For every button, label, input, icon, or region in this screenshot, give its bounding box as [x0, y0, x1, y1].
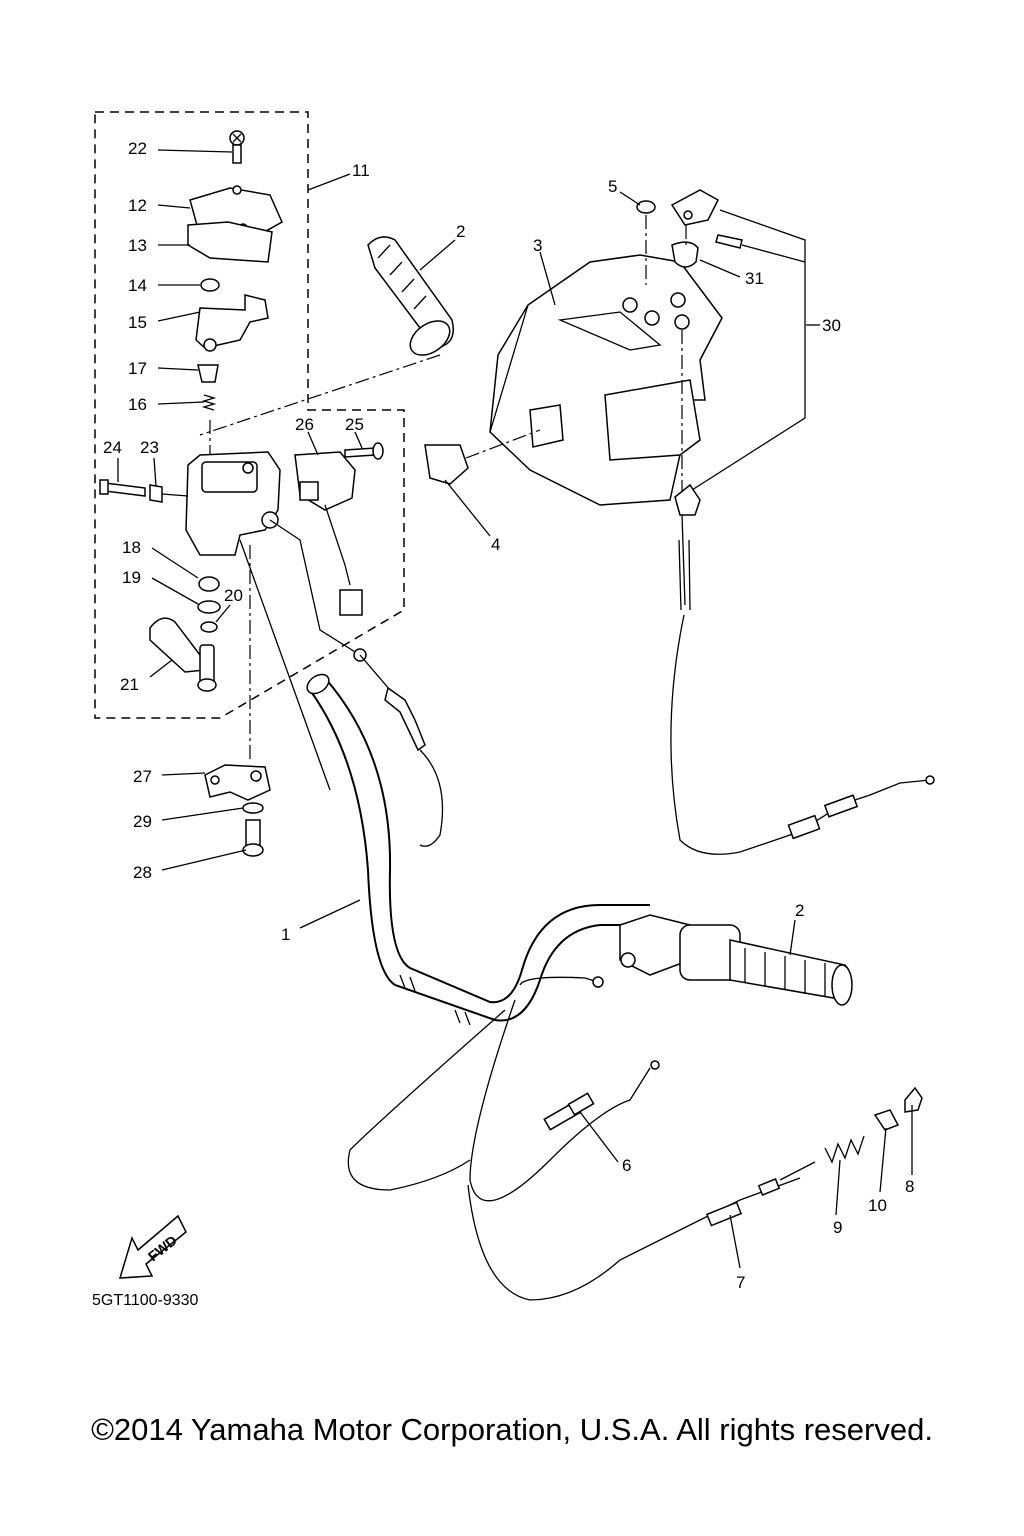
callout-31: 31: [745, 269, 764, 288]
callout-7: 7: [736, 1273, 745, 1292]
callout-30: 30: [822, 316, 841, 335]
callout-22: 22: [128, 139, 147, 158]
return-spring: [824, 1135, 865, 1164]
callout-labels: 1 2 2 3 4 5 6 7 8 9 10 11 12 13 14 15 16…: [103, 139, 914, 1292]
callout-5: 5: [608, 177, 617, 196]
callout-21: 21: [120, 675, 139, 694]
callout-29: 29: [133, 812, 152, 831]
handlebar-cover: [465, 254, 723, 506]
callout-25: 25: [345, 415, 364, 434]
choke-cable: [670, 483, 935, 855]
callout-13: 13: [128, 236, 147, 255]
callout-2-left-grip: 2: [456, 222, 465, 241]
wing-nut: [904, 1086, 923, 1113]
callout-2-right-grip: 2: [795, 901, 804, 920]
copyright-notice: ©2014 Yamaha Motor Corporation, U.S.A. A…: [91, 1412, 933, 1447]
callout-27: 27: [133, 767, 152, 786]
throttle-housing-parts: [99, 130, 444, 847]
callout-3: 3: [533, 236, 542, 255]
diagram-code: 5GT1100-9330: [92, 1292, 199, 1309]
callout-19: 19: [122, 568, 141, 587]
handlebar: [306, 673, 650, 1026]
callout-17: 17: [128, 359, 147, 378]
handlebar-clamp: [204, 764, 271, 857]
adjuster-cable: [467, 1161, 816, 1301]
leader-lines: [117, 149, 913, 1269]
group-bracket-11: [307, 173, 351, 191]
callout-12: 12: [128, 196, 147, 215]
callout-9: 9: [833, 1218, 842, 1237]
cable-collar: [873, 1109, 900, 1131]
grommet: [636, 200, 656, 214]
callout-26: 26: [295, 415, 314, 434]
right-grip-assembly: [619, 914, 853, 1006]
lock-cable-head: [670, 189, 743, 268]
callout-15: 15: [128, 313, 147, 332]
callout-28: 28: [133, 863, 152, 882]
left-grip: [199, 236, 454, 436]
callout-10: 10: [868, 1196, 887, 1215]
indicator-lens: [424, 444, 469, 485]
callout-14: 14: [128, 276, 147, 295]
callout-8: 8: [905, 1177, 914, 1196]
throttle-cable: [347, 976, 660, 1202]
callout-6: 6: [622, 1156, 631, 1175]
forward-direction-arrow: FWD: [118, 1214, 187, 1279]
callout-1: 1: [281, 925, 290, 944]
throttle-assembly-group-box: [94, 111, 405, 719]
callout-18: 18: [122, 538, 141, 557]
callout-4: 4: [491, 535, 500, 554]
callout-11: 11: [352, 161, 370, 180]
callout-24: 24: [103, 438, 122, 457]
callout-20: 20: [224, 586, 243, 605]
callout-23: 23: [140, 438, 159, 457]
callout-16: 16: [128, 395, 147, 414]
